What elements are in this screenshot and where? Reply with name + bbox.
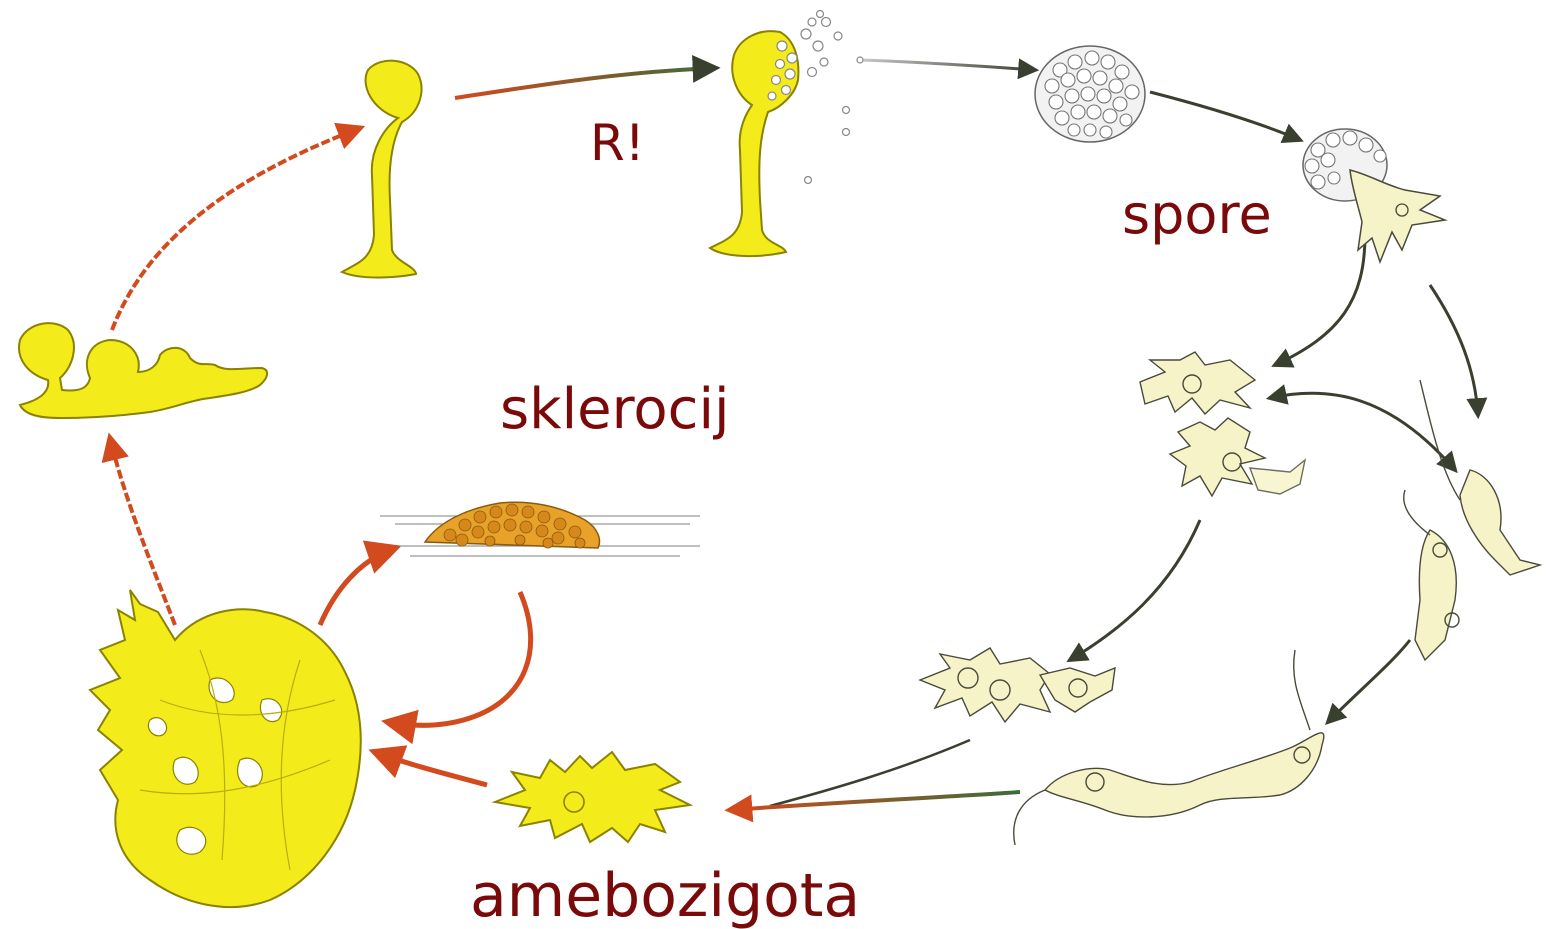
arrow-sclerotium-to-plasmodium [388, 592, 531, 725]
arrow-release-to-spores [860, 60, 1035, 70]
spore-cluster-icon [1035, 46, 1145, 142]
myxamoeba-pair-icon [920, 648, 1115, 722]
label-r: R! [590, 118, 645, 168]
label-sklerocij: sklerocij [500, 382, 730, 438]
swarm-cell-icon [1404, 380, 1540, 660]
arrow-plasmodium-to-sclerotium [320, 548, 395, 625]
arrow-germination-to-swarmer [1430, 285, 1478, 415]
plasmodium-icon [90, 590, 361, 907]
arrow-plasmodium-to-sporangia [110, 438, 175, 625]
arrow-sporangium-to-release [455, 68, 715, 98]
sporangium-releasing-spores-icon [710, 11, 863, 257]
arrow-spores-to-germination [1150, 92, 1300, 140]
arrow-zygote-to-plasmodium [375, 752, 487, 785]
arrow-amoeba-to-pair [1070, 520, 1200, 660]
arrow-fusion-to-zygote [730, 792, 1020, 810]
sporangium-icon [342, 61, 421, 278]
label-amebozigota: amebozigota [470, 866, 860, 926]
developing-sporangia-icon [19, 323, 267, 418]
arrow-germination-to-amoeba [1275, 235, 1365, 365]
germinating-spore-icon [1303, 129, 1445, 262]
arrow-sporangia-to-sporangium [112, 128, 360, 330]
arrow-swarmer-to-fusion [1328, 640, 1410, 722]
amoebozygote-icon [495, 752, 690, 842]
myxamoeba-icon [1140, 352, 1305, 496]
arrow-amoeba-swarmer-two-way [1270, 393, 1455, 470]
label-spore: spore [1122, 188, 1272, 242]
sclerotium-icon [380, 502, 700, 556]
